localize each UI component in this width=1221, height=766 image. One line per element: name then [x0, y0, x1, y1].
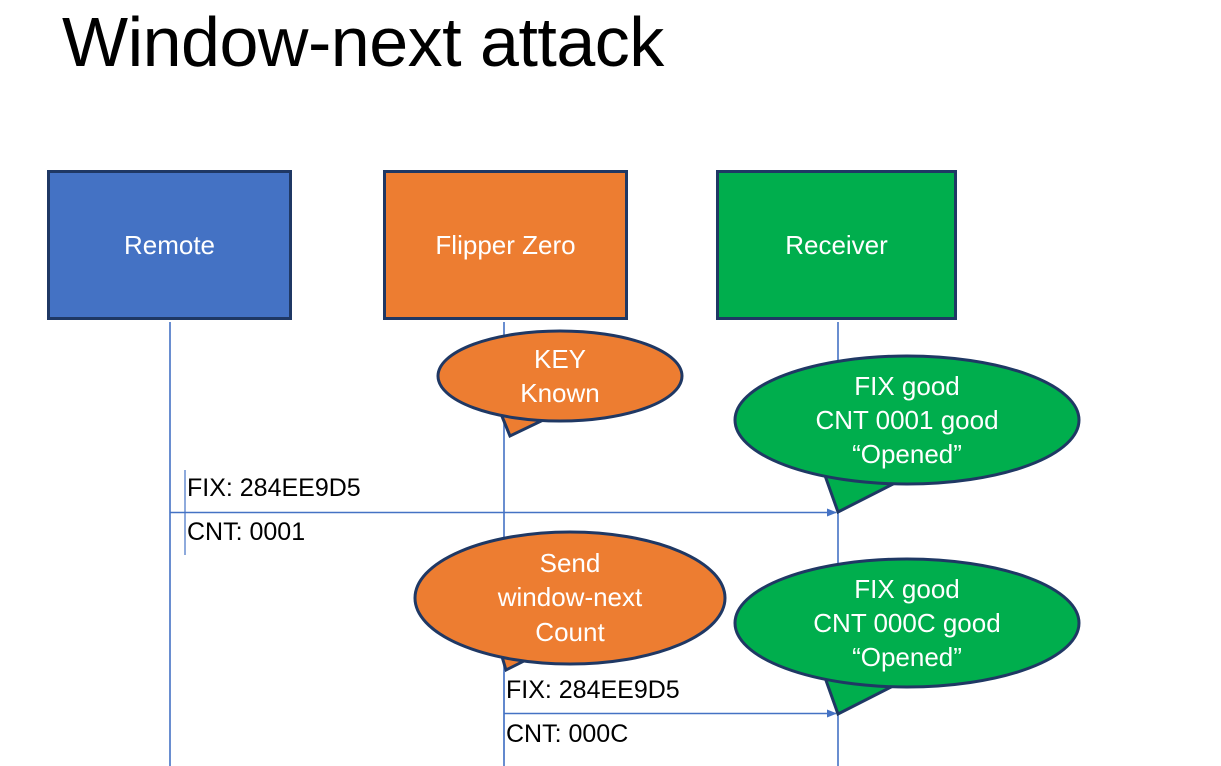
callout-receiver-ok-0001-shape — [733, 354, 1081, 515]
message-2-bottom-label: CNT: 000C — [506, 720, 629, 748]
actor-box-flipper[interactable]: Flipper Zero — [383, 170, 628, 320]
page-title: Window-next attack — [62, 3, 664, 81]
callout-key-known-shape — [436, 329, 684, 439]
callout-send-window-next-shape — [413, 530, 727, 673]
message-1-top-label: FIX: 284EE9D5 — [187, 474, 361, 502]
message-1-bottom-label: CNT: 0001 — [187, 518, 306, 546]
actor-box-receiver[interactable]: Receiver — [716, 170, 957, 320]
callout-receiver-ok-000c-shape — [733, 557, 1081, 717]
message-2-top-label: FIX: 284EE9D5 — [506, 676, 680, 704]
actor-label-receiver: Receiver — [785, 229, 888, 260]
actor-box-remote[interactable]: Remote — [47, 170, 292, 320]
actor-label-flipper: Flipper Zero — [435, 229, 576, 260]
actor-label-remote: Remote — [123, 229, 216, 260]
